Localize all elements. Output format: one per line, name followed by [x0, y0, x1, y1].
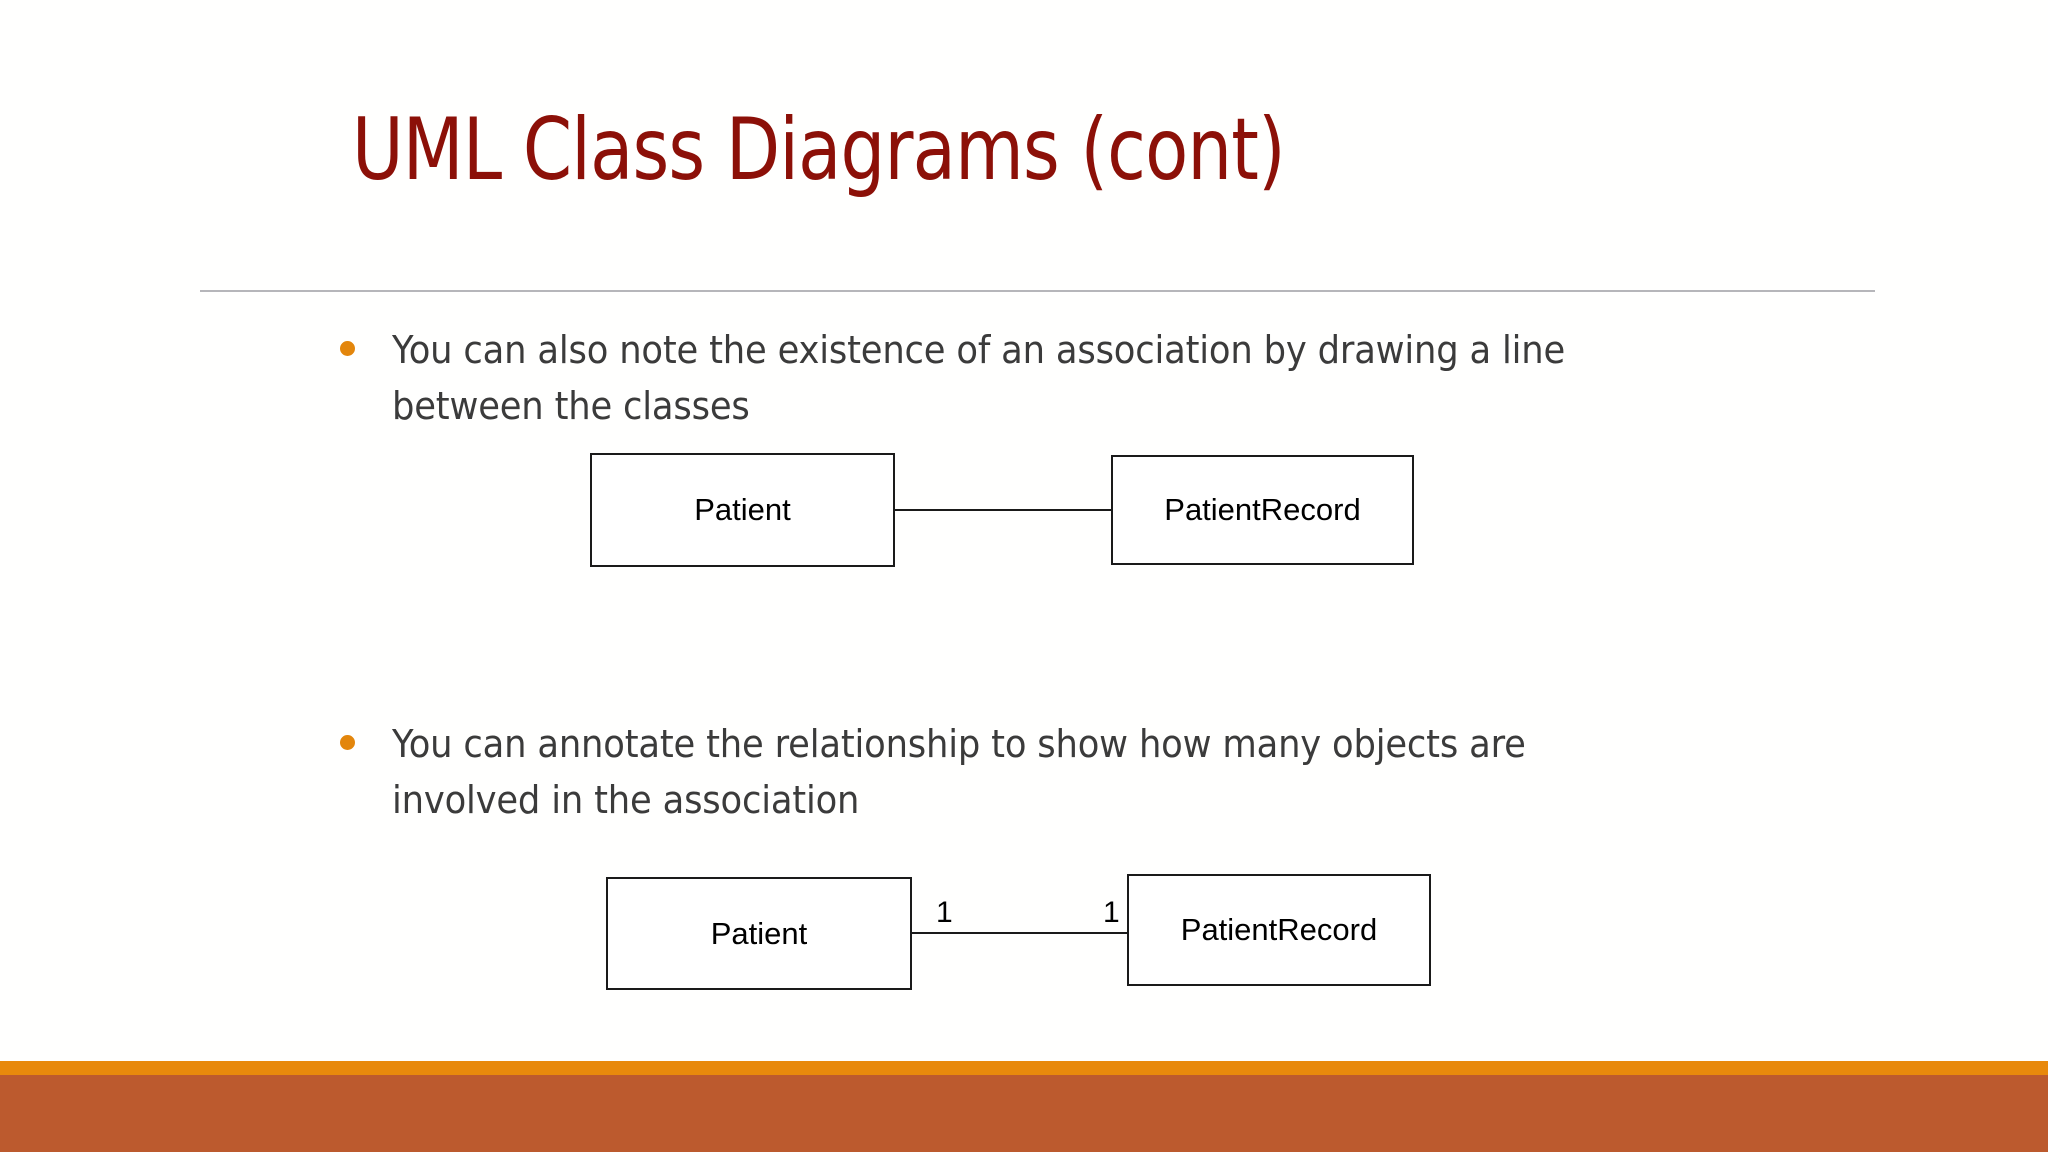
uml-class-box-patient: Patient — [590, 453, 895, 567]
bullet-item-2: You can annotate the relationship to sho… — [340, 716, 1700, 828]
uml-multiplicity-source: 1 — [936, 896, 953, 929]
uml-association-line — [893, 509, 1113, 511]
uml-multiplicity-target: 1 — [1103, 896, 1120, 929]
bullet-item-1: You can also note the existence of an as… — [340, 322, 1700, 434]
title-divider — [200, 290, 1875, 292]
uml-class-box-patientrecord: PatientRecord — [1127, 874, 1431, 986]
bullet-text-2: You can annotate the relationship to sho… — [392, 722, 1526, 823]
uml-association-line — [910, 932, 1129, 934]
uml-class-box-patient: Patient — [606, 877, 912, 990]
bullet-dot-icon — [340, 735, 355, 750]
bullet-text-1: You can also note the existence of an as… — [392, 328, 1566, 429]
bullet-dot-icon — [340, 341, 355, 356]
footer-accent-stripe — [0, 1061, 2048, 1075]
page-title: UML Class Diagrams (cont) — [352, 100, 1286, 200]
footer-band — [0, 1075, 2048, 1152]
uml-class-box-patientrecord: PatientRecord — [1111, 455, 1414, 565]
